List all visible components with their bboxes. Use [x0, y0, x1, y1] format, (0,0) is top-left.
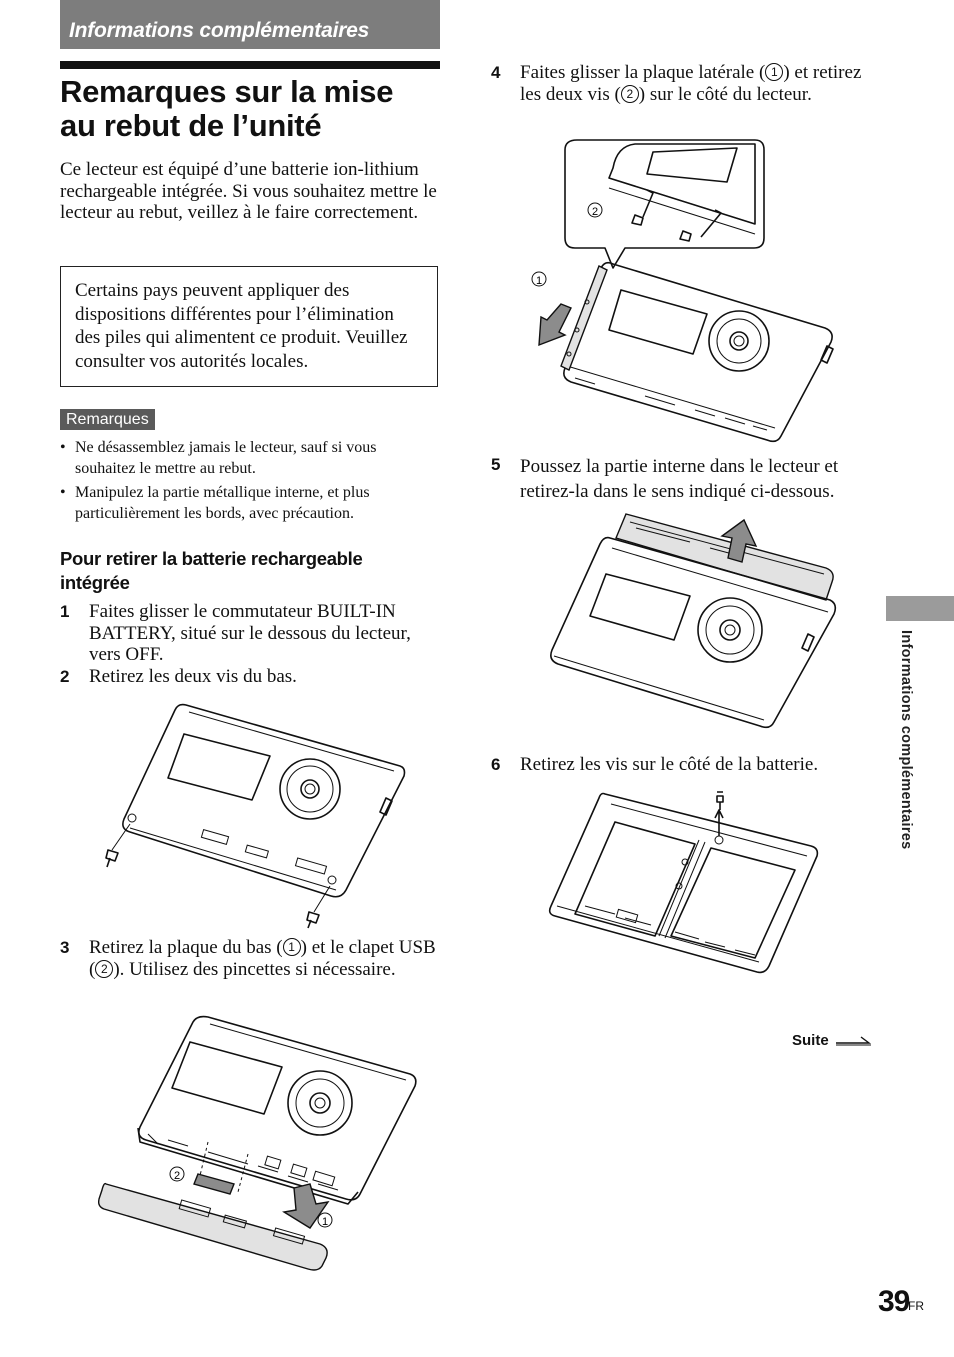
step-6: 6 Retirez les vis sur le côté de la batt…: [491, 754, 876, 776]
step-text: Retirez les deux vis du bas.: [89, 666, 297, 687]
figure-remove-bottom-screws: [105, 703, 406, 929]
step-5: 5 Poussez la partie interne dans le lect…: [491, 454, 876, 504]
step-text: Faites glisser le commutateur BUILT-IN B…: [89, 601, 411, 665]
suite-label: Suite: [792, 1032, 829, 1049]
step-number: 5: [491, 455, 501, 474]
title-rule: [60, 61, 440, 69]
notice-text: Certains pays peuvent appliquer des disp…: [75, 280, 408, 372]
page-title-line1: Remarques sur la mise: [60, 74, 394, 109]
section-banner: Informations complémentaires: [60, 0, 440, 49]
battery-heading: Pour retirer la batterie rechargeable in…: [60, 548, 363, 593]
page-title: Remarques sur la mise au rebut de l’unit…: [60, 75, 450, 143]
page-number: 39: [878, 1285, 910, 1318]
page-title-line2: au rebut de l’unité: [60, 108, 322, 143]
callout-2-icon: 2: [95, 959, 114, 978]
page-language: FR: [908, 1299, 924, 1313]
step-text: Poussez la partie interne dans le lecteu…: [520, 456, 839, 502]
callout-2-label: 2: [174, 1170, 180, 1182]
intro-paragraph: Ce lecteur est équipé d’une batterie ion…: [60, 159, 437, 223]
continued-indicator: Suite: [792, 1032, 873, 1049]
chapter-tab-label: Informations complémentaires: [898, 630, 914, 850]
step-text: ) et retirez les deux vis (: [520, 62, 862, 105]
step-1: 1 Faites glisser le commutateur BUILT-IN…: [60, 601, 445, 666]
callout-1-label: 1: [322, 1216, 328, 1228]
step-text: Faites glisser la plaque latérale (: [520, 62, 766, 83]
step-3: 3 Retirez la plaque du bas (1) et le cla…: [60, 937, 445, 980]
figure-remove-side-plate: 2 1: [531, 139, 834, 443]
step-number: 6: [491, 755, 501, 774]
remarques-label: Remarques: [60, 409, 155, 430]
callout-1-icon: 1: [282, 938, 301, 956]
remarque-item: •Manipulez la partie métallique interne,…: [60, 484, 370, 522]
step-text: ). Utilisez des pincettes si nécessaire.: [113, 958, 396, 980]
callout-2-icon: 2: [620, 84, 639, 103]
callout-1-icon: 1: [765, 63, 784, 81]
step-4: 4 Faites glisser la plaque latérale (1) …: [491, 62, 876, 105]
step-number: 4: [491, 63, 501, 82]
step-text: Retirez les vis sur le côté de la batter…: [520, 754, 819, 775]
remarque-item: •Ne désassemblez jamais le lecteur, sauf…: [60, 439, 377, 477]
step-number: 2: [60, 667, 70, 686]
continue-arrow-icon: [835, 1036, 871, 1046]
chapter-tab: [886, 596, 954, 621]
step-text: ) et le clapet USB (: [89, 937, 436, 980]
callout-1-label: 1: [536, 275, 542, 287]
notice-box: Certains pays peuvent appliquer des disp…: [60, 266, 438, 387]
step-text: ) sur le côté du lecteur.: [638, 83, 812, 105]
step-text: Retirez la plaque du bas (: [89, 937, 283, 958]
step-number: 3: [60, 938, 70, 957]
callout-2-label: 2: [592, 206, 598, 218]
section-title: Informations complémentaires: [69, 19, 370, 42]
remarque-text: Ne désassemblez jamais le lecteur, sauf …: [75, 439, 377, 477]
figure-remove-inner-part: [550, 513, 837, 729]
remarques-list: •Ne désassemblez jamais le lecteur, sauf…: [60, 437, 435, 527]
figure-remove-bottom-plate: 2 1: [98, 1015, 417, 1271]
figure-remove-battery-screw: [548, 791, 819, 974]
step-2: 2 Retirez les deux vis du bas.: [60, 666, 445, 688]
step-number: 1: [60, 602, 70, 621]
remarque-text: Manipulez la partie métallique interne, …: [75, 484, 370, 522]
